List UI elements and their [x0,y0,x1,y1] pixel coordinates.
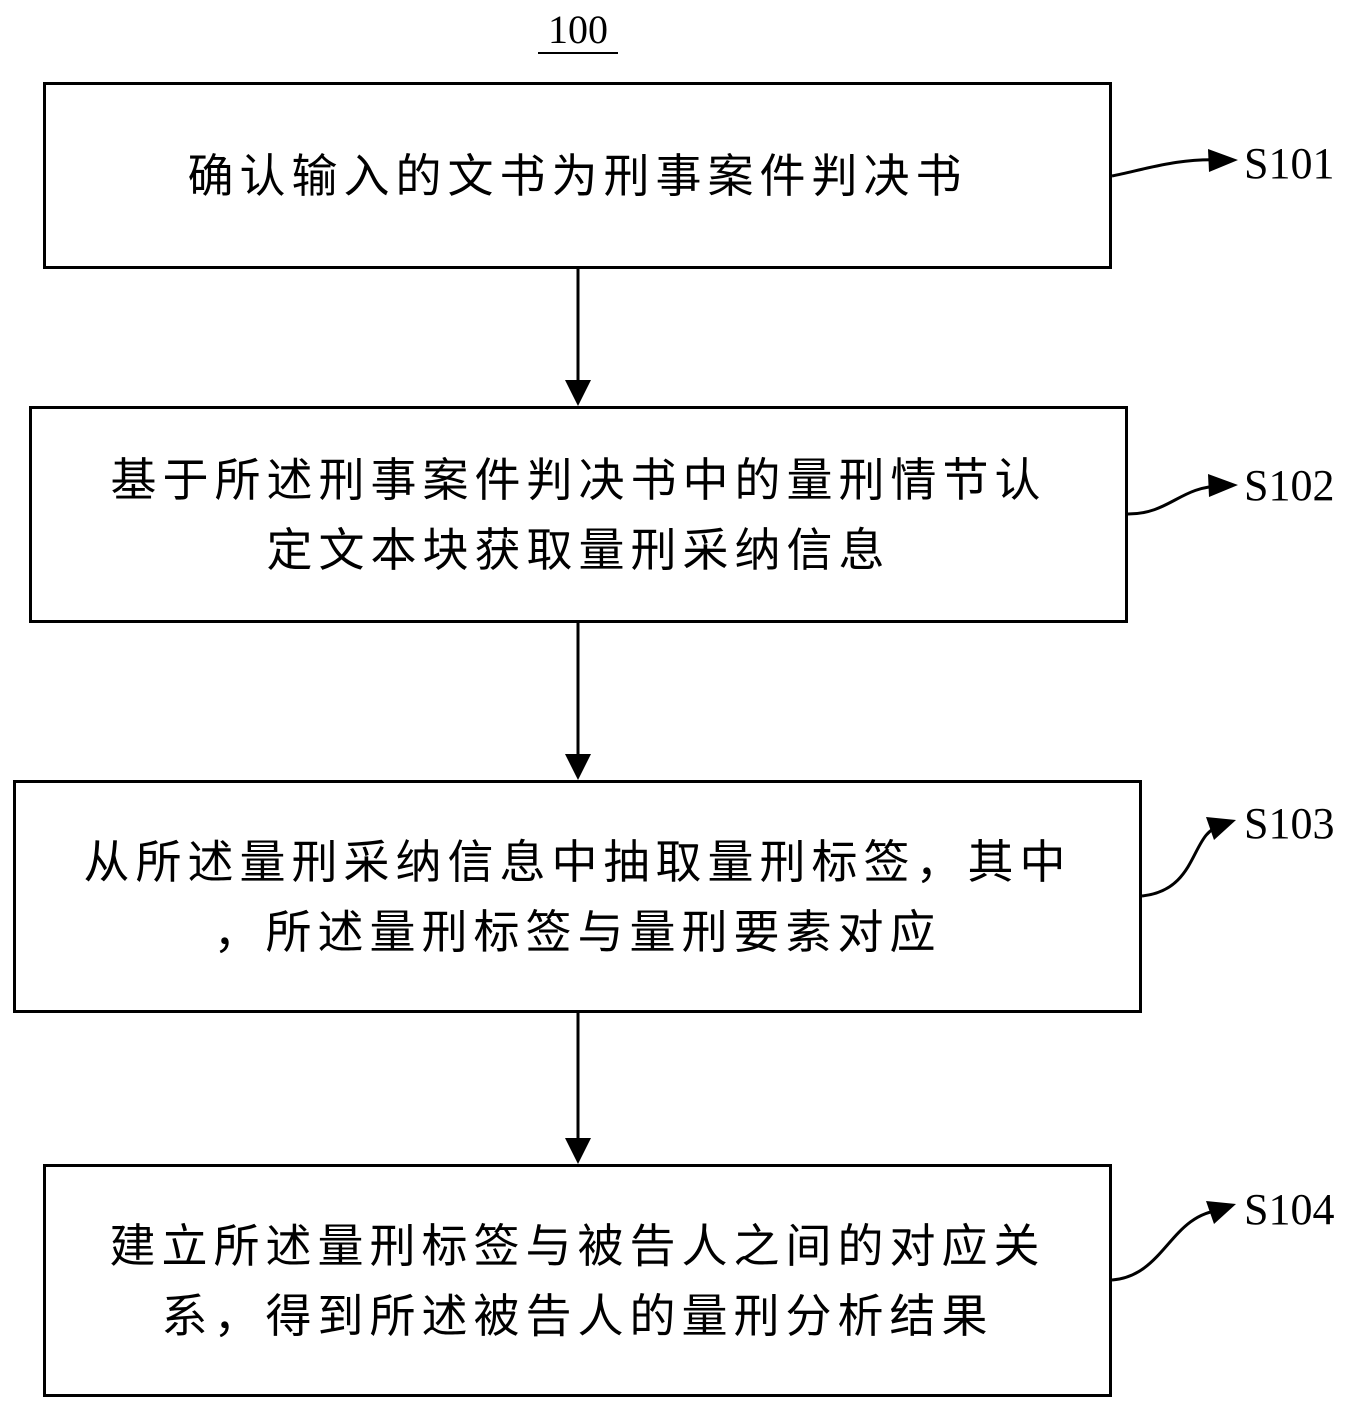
leader-s103 [1141,817,1236,898]
step-text-s101: 确认输入的文书为刑事案件判决书 [187,148,968,203]
step-text-s102: 基于所述刑事案件判决书中的量刑情节认 定文本块获取量刑采纳信息 [110,452,1047,577]
flow-arrow-3 [565,1013,591,1164]
step-text-s103: 从所述量刑采纳信息中抽取量刑标签，其中 ，所述量刑标签与量刑要素对应 [83,834,1072,959]
flow-arrow-2 [565,623,591,780]
step-text-s104: 建立所述量刑标签与被告人之间的对应关 系，得到所述被告人的量刑分析结果 [109,1218,1046,1343]
step-tag-s103: S103 [1244,799,1335,848]
step-box-s103: 从所述量刑采纳信息中抽取量刑标签，其中 ，所述量刑标签与量刑要素对应 [13,780,1142,1013]
step-box-s104: 建立所述量刑标签与被告人之间的对应关 系，得到所述被告人的量刑分析结果 [43,1164,1112,1397]
step-tag-s104: S104 [1244,1185,1335,1234]
step-box-s102: 基于所述刑事案件判决书中的量刑情节认 定文本块获取量刑采纳信息 [29,406,1128,623]
figure-number: 100 [538,8,618,54]
step-tag-s101: S101 [1244,139,1335,188]
flow-arrow-1 [565,269,591,406]
step-tag-s102: S102 [1244,461,1335,510]
leader-s101 [1111,149,1238,178]
leader-s104 [1111,1201,1236,1282]
step-box-s101: 确认输入的文书为刑事案件判决书 [43,82,1112,269]
leader-s102 [1127,474,1238,516]
